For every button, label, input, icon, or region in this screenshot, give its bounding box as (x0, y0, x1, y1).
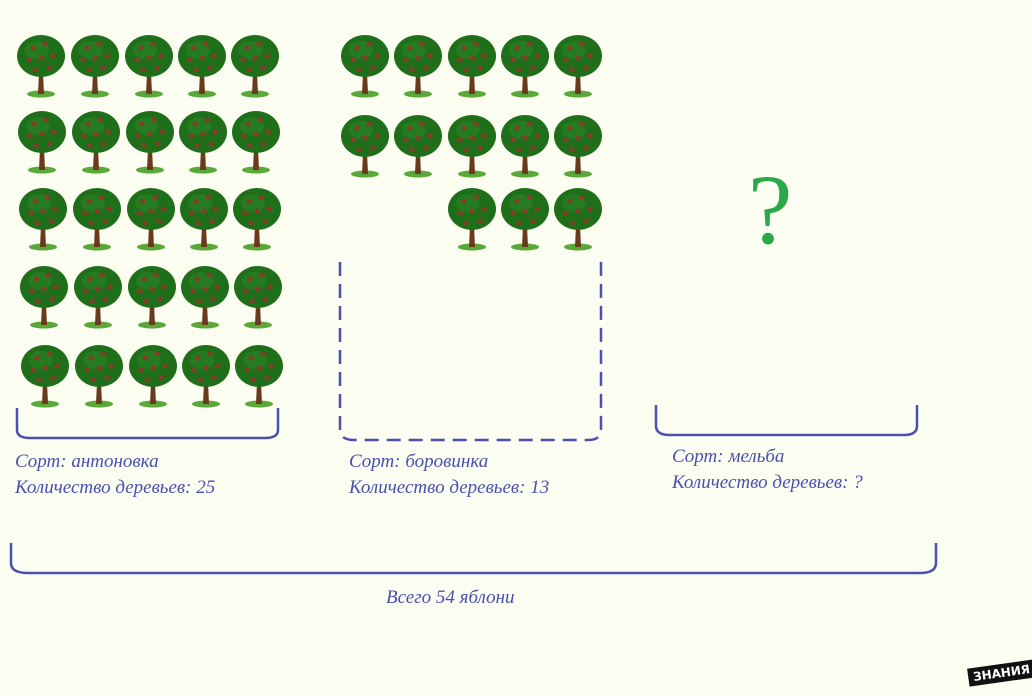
apple-tree-icon (127, 342, 179, 408)
apple-tree-icon (446, 112, 498, 178)
apple-tree-icon (19, 342, 71, 408)
apple-tree-icon (15, 32, 67, 98)
apple-tree-icon (233, 342, 285, 408)
melba-bracket (654, 405, 919, 437)
antonovka-count: Количество деревьев: 25 (15, 477, 216, 498)
apple-tree-icon (230, 108, 282, 174)
apple-tree-icon (499, 32, 551, 98)
apple-tree-icon (392, 32, 444, 98)
melba-count: Количество деревьев: ? (672, 472, 863, 493)
apple-tree-icon (71, 185, 123, 251)
borovinka-count: Количество деревьев: 13 (349, 477, 550, 498)
apple-tree-icon (231, 185, 283, 251)
apple-tree-icon (16, 108, 68, 174)
apple-tree-icon (17, 185, 69, 251)
apple-tree-icon (499, 185, 551, 251)
apple-tree-icon (552, 32, 604, 98)
apple-tree-icon (180, 342, 232, 408)
apple-tree-icon (124, 108, 176, 174)
apple-tree-icon (179, 263, 231, 329)
apple-tree-icon (73, 342, 125, 408)
apple-tree-icon (446, 32, 498, 98)
apple-tree-icon (339, 32, 391, 98)
apple-tree-icon (72, 263, 124, 329)
borovinka-variety: Сорт: боровинка (349, 451, 489, 472)
apple-tree-icon (339, 112, 391, 178)
apple-tree-icon (392, 112, 444, 178)
apple-tree-icon (446, 185, 498, 251)
antonovka-bracket (15, 408, 280, 440)
melba-variety: Сорт: мельба (672, 446, 785, 467)
total-label: Всего 54 яблони (386, 587, 515, 608)
apple-tree-icon (126, 263, 178, 329)
borovinka-bracket (338, 262, 603, 442)
question-mark: ? (748, 154, 793, 265)
total-bracket (9, 543, 938, 575)
apple-tree-icon (177, 108, 229, 174)
apple-tree-icon (70, 108, 122, 174)
apple-tree-icon (176, 32, 228, 98)
apple-tree-icon (552, 112, 604, 178)
apple-tree-icon (178, 185, 230, 251)
apple-tree-icon (232, 263, 284, 329)
apple-tree-icon (229, 32, 281, 98)
apple-tree-icon (499, 112, 551, 178)
apple-tree-icon (125, 185, 177, 251)
apple-tree-icon (552, 185, 604, 251)
antonovka-variety: Сорт: антоновка (15, 451, 159, 472)
apple-tree-icon (123, 32, 175, 98)
apple-tree-icon (18, 263, 70, 329)
apple-tree-icon (69, 32, 121, 98)
